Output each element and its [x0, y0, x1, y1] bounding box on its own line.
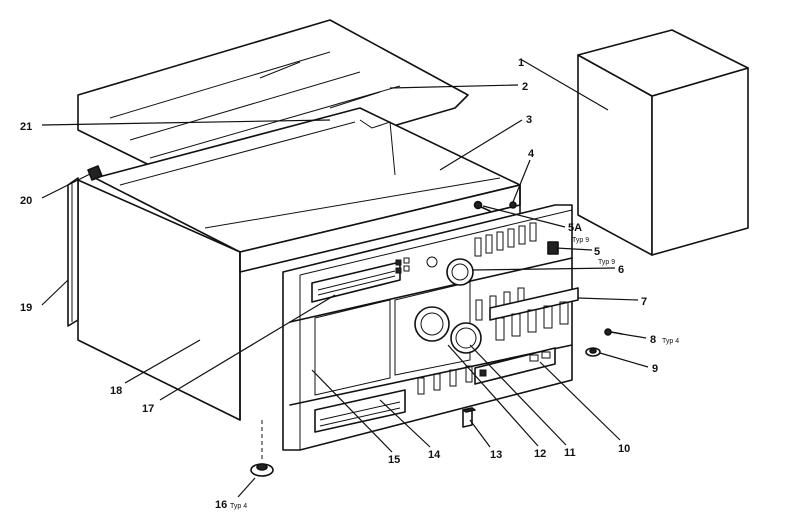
callout-20: 20 [20, 195, 32, 207]
faceplate [282, 204, 573, 451]
leader-lines [41, 59, 649, 498]
callout-11: 11 [564, 447, 576, 459]
callout-15: 15 [388, 454, 400, 466]
callout-5-typ: Typ 9 [598, 259, 615, 266]
callout-18: 18 [110, 385, 122, 397]
part-8-screw [604, 328, 623, 336]
part-11-knob [450, 322, 482, 354]
callout-10: 10 [618, 443, 630, 455]
part-4-screw [509, 201, 517, 209]
part-20-clip [87, 165, 103, 181]
callout-5a: 5A [568, 222, 582, 234]
part-6-knob [446, 258, 474, 286]
part-1-box [577, 29, 749, 256]
callout-4: 4 [528, 148, 535, 160]
callout-14: 14 [428, 449, 441, 461]
part-7-lever-bank [489, 287, 579, 341]
part-14-lower-tray [314, 389, 406, 433]
callout-12: 12 [534, 448, 546, 460]
callout-2: 2 [522, 81, 528, 93]
callout-5: 5 [594, 246, 600, 258]
callout-1: 1 [518, 57, 524, 69]
callout-16-typ: Typ 4 [230, 503, 247, 510]
callout-16: 16 [215, 499, 227, 511]
callout-17: 17 [142, 403, 154, 415]
callout-7: 7 [641, 296, 647, 308]
part-9-fastener [585, 347, 601, 357]
part-19-side-rail [67, 177, 79, 327]
callout-9: 9 [652, 363, 658, 375]
part-5a-screw [473, 200, 491, 212]
part-10-switch-bar [474, 347, 556, 385]
part-2-cover [77, 19, 469, 186]
callout-8-typ: Typ 4 [662, 338, 679, 345]
callout-5a-typ: Typ 9 [572, 237, 589, 244]
callout-8: 8 [650, 334, 656, 346]
callout-13: 13 [490, 449, 502, 461]
part-16-foot [250, 420, 274, 477]
part-13-block [462, 407, 476, 428]
callout-6: 6 [618, 264, 624, 276]
callout-21: 21 [20, 121, 32, 133]
callout-19: 19 [20, 302, 32, 314]
callout-3: 3 [526, 114, 532, 126]
callout-labels: 1 2 3 4 5A Typ 9 5 Typ 9 6 7 8 Typ 4 9 1… [20, 57, 679, 511]
